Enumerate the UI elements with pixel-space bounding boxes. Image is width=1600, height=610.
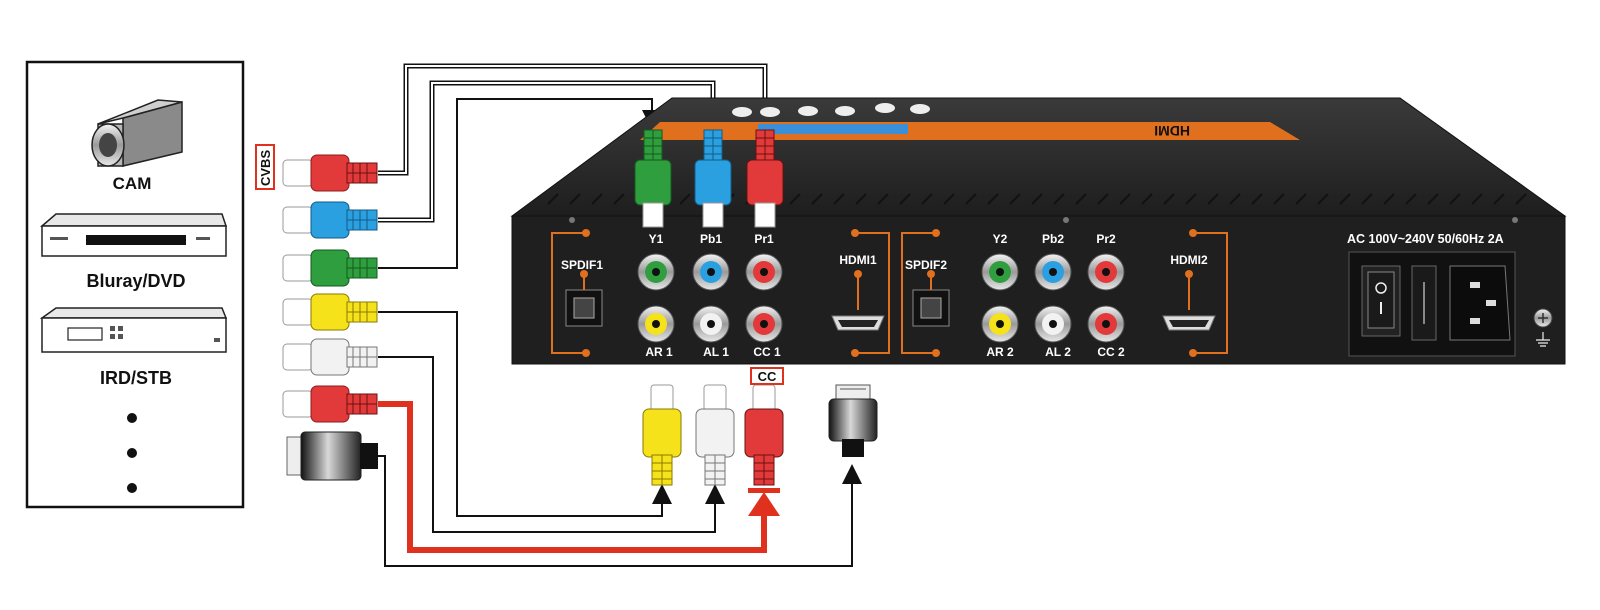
more-dot (127, 483, 137, 493)
power-inlet (1348, 251, 1516, 357)
pb1-label: Pb1 (700, 232, 722, 246)
source-plugs: CVBS (255, 144, 378, 481)
ird-stb-label: IRD/STB (100, 368, 172, 388)
y1-label: Y1 (649, 232, 664, 246)
cvbs-tag: CVBS (258, 150, 273, 186)
pb2-label: Pb2 (1042, 232, 1064, 246)
source-devices-panel: CAM Bluray/DVD IRD/STB (25, 60, 245, 509)
cvbs-plug (282, 154, 378, 192)
blue-plug (282, 201, 378, 239)
y2-label: Y2 (993, 232, 1008, 246)
camera-icon (91, 99, 183, 167)
hdmi2-label: HDMI2 (1170, 253, 1208, 267)
al-plug (695, 384, 735, 486)
ar2-label: AR 2 (986, 345, 1014, 359)
cc2-label: CC 2 (1097, 345, 1125, 359)
green-plug (282, 249, 378, 287)
hdmi-out-plug (828, 384, 878, 457)
component2-jacks (981, 253, 1125, 343)
ar1-label: AR 1 (645, 345, 673, 359)
hdmi1-label: HDMI1 (839, 253, 877, 267)
power-label: AC 100V~240V 50/60Hz 2A (1347, 232, 1504, 246)
al1-label: AL 1 (703, 345, 729, 359)
spdif1-label: SPDIF1 (561, 258, 603, 272)
cc-marker (748, 488, 780, 516)
top-component-plugs (634, 129, 784, 228)
pr2-label: Pr2 (1096, 232, 1116, 246)
pr1-label: Pr1 (754, 232, 774, 246)
spdif1-port (551, 229, 603, 357)
component1-jacks (637, 253, 783, 343)
more-dot (127, 413, 137, 423)
cc-tag: CC (758, 369, 777, 384)
bluray-label: Bluray/DVD (86, 271, 185, 291)
white-plug (282, 338, 378, 376)
pb1-plug (694, 129, 732, 228)
spdif2-label: SPDIF2 (905, 258, 947, 272)
wire-ar (378, 311, 672, 517)
hdmi-plug (286, 431, 378, 481)
y1-plug (634, 129, 672, 228)
pr1-plug (746, 129, 784, 228)
more-dot (127, 448, 137, 458)
wires (378, 63, 862, 567)
wire-hdmi (378, 455, 862, 567)
cc1-label: CC 1 (753, 345, 781, 359)
set-top-box-icon (39, 307, 228, 353)
wire-cc (378, 401, 767, 553)
ground-screw-icon (1533, 308, 1553, 347)
al2-label: AL 2 (1045, 345, 1071, 359)
bottom-plugs: CC (642, 367, 878, 486)
hdmi1-port (831, 229, 890, 357)
spdif2-port (901, 229, 950, 357)
wire-y1 (378, 98, 662, 269)
brand-text: HDMI (1154, 123, 1190, 139)
red-cc-plug (282, 385, 378, 423)
wire-al (378, 356, 725, 533)
bluray-player-icon (39, 213, 228, 257)
cam-label: CAM (113, 174, 152, 193)
hdmi2-port (1162, 229, 1228, 357)
ar-plug (642, 384, 682, 486)
yellow-plug (282, 293, 378, 331)
cc-plug (744, 384, 784, 486)
encoder-device: HDMI SPDIF1 (510, 97, 1567, 365)
